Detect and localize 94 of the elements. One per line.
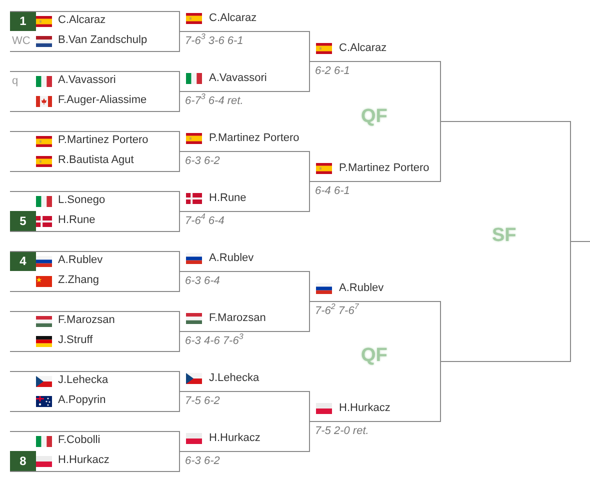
player-name: J.Struff <box>58 334 93 347</box>
player-name: A.Rublev <box>58 254 103 267</box>
player-name: H.Hurkacz <box>209 432 260 445</box>
player-slot <box>180 371 310 392</box>
match-score: 7-5 6-2 <box>185 395 220 408</box>
player-slot <box>310 281 441 302</box>
bracket-line <box>440 301 442 362</box>
player-name: A.Popyrin <box>58 394 106 407</box>
match-score: 7-6$^{2}$ 7-6$^{7}$ <box>315 305 359 318</box>
match-score: 6-3 6-2 <box>185 155 220 168</box>
match-score: 6-3 6-2 <box>185 455 220 468</box>
player-name: A.Rublev <box>339 282 384 295</box>
player-slot <box>310 161 441 182</box>
player-name: A.Rublev <box>209 252 254 265</box>
match-score: 7-6$^{4}$ 6-4 <box>185 215 224 228</box>
bracket-line <box>440 361 442 422</box>
seed-badge: 4 <box>10 252 36 271</box>
player-row <box>10 251 180 271</box>
player-slot <box>180 311 310 332</box>
player-name: H.Rune <box>58 214 96 227</box>
bracket-line <box>179 191 181 212</box>
player-name: H.Rune <box>209 192 246 205</box>
bracket-line <box>440 121 442 182</box>
player-name: H.Hurkacz <box>339 402 390 415</box>
player-row <box>10 211 180 232</box>
bracket-line <box>179 131 181 152</box>
bracket-line <box>179 391 181 412</box>
player-name: H.Hurkacz <box>58 454 110 467</box>
bracket-line <box>179 251 181 272</box>
round-label: QF <box>361 345 388 367</box>
player-name: F.Auger-Aliassime <box>58 94 147 107</box>
bracket-line <box>179 71 181 92</box>
bracket-line <box>179 211 181 232</box>
bracket-line <box>309 61 311 92</box>
seed-badge: 1 <box>10 12 36 31</box>
bracket-line <box>179 11 181 32</box>
player-name: J.Lehecka <box>209 372 260 385</box>
bracket-line <box>179 371 181 392</box>
bracket-line <box>309 301 311 332</box>
match-score: 6-3 4-6 7-6$^{3}$ <box>185 335 244 348</box>
bracket-line <box>309 421 311 452</box>
player-name: A.Vavassori <box>209 72 267 85</box>
player-slot <box>180 11 310 32</box>
player-name: A.Vavassori <box>58 74 116 87</box>
match-score: 6-2 6-1 <box>315 65 350 78</box>
match-score: 6-3 6-4 <box>185 275 220 288</box>
bracket-line <box>179 31 181 52</box>
player-name: C.Alcaraz <box>209 12 257 25</box>
player-slot <box>180 131 310 152</box>
player-name: L.Sonego <box>58 194 106 207</box>
match-score: 6-7$^{3}$ 6-4 ret. <box>185 95 244 108</box>
player-slot <box>180 191 310 212</box>
player-name: C.Alcaraz <box>58 14 106 27</box>
player-name: B.Van Zandschulp <box>58 34 148 47</box>
player-name: F.Marozsan <box>209 312 266 325</box>
bracket-line <box>179 151 181 172</box>
bracket-line <box>309 271 311 302</box>
match-score: 6-4 6-1 <box>315 185 350 198</box>
player-slot <box>180 251 310 272</box>
player-name: R.Bautista Agut <box>58 154 134 167</box>
bracket-line <box>309 391 311 422</box>
bracket-line <box>179 311 181 332</box>
player-name: F.Marozsan <box>58 314 115 327</box>
bracket-line <box>309 31 311 62</box>
bracket-line <box>179 431 181 452</box>
seed-badge: 5 <box>10 211 36 231</box>
round-label: SF <box>492 225 516 247</box>
player-row <box>10 451 180 472</box>
player-slot <box>310 401 441 422</box>
bracket-line <box>179 331 181 352</box>
entry-status: q <box>12 74 18 89</box>
player-name: F.Cobolli <box>58 434 100 447</box>
round-label: QF <box>361 106 388 128</box>
bracket-line <box>440 61 442 122</box>
bracket-line <box>179 271 181 292</box>
player-name: C.Alcaraz <box>339 42 387 55</box>
match-score: 7-6$^{3}$ 3-6 6-1 <box>185 35 244 48</box>
player-name: P.Martinez Portero <box>209 132 300 145</box>
player-slot <box>180 71 310 92</box>
seed-badge: 8 <box>10 451 36 471</box>
entry-status: WC <box>12 34 30 49</box>
player-slot <box>180 431 310 452</box>
player-name: P.Martinez Portero <box>339 162 430 175</box>
player-name: P.Martinez Portero <box>58 134 148 147</box>
bracket-line <box>179 91 181 112</box>
bracket-line <box>570 241 590 362</box>
bracket-line <box>179 451 181 472</box>
player-name: Z.Zhang <box>58 274 99 287</box>
match-score: 7-5 2-0 ret. <box>315 425 369 438</box>
player-name: J.Lehecka <box>58 374 108 387</box>
player-row <box>10 11 180 31</box>
player-slot <box>310 41 441 62</box>
bracket-line <box>309 151 311 182</box>
bracket-line <box>309 181 311 212</box>
